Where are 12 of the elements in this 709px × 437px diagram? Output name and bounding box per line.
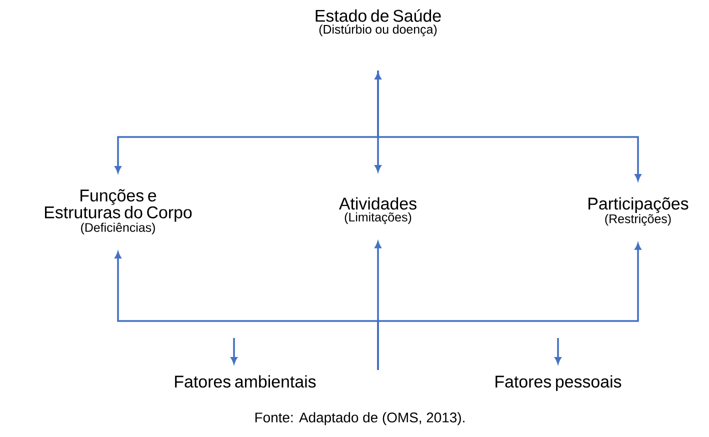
arrow	[374, 72, 382, 172]
arrow	[554, 338, 562, 364]
concept-label: Participações (Restrições)	[588, 197, 688, 226]
arrow	[377, 70, 642, 181]
arrow	[230, 338, 238, 364]
concept-label: Funções e Estruturas do Corpo (Deficiências)	[45, 189, 192, 234]
arrow	[377, 243, 642, 370]
concept-label: Atividades (Limitações)	[338, 197, 416, 224]
concept-label: Estado de Saúde (Distúrbio ou doença)	[316, 9, 441, 36]
caption: Fonte: Adaptado de (OMS, 2013).	[255, 412, 464, 426]
concept-label: Fatores ambientais	[175, 375, 316, 388]
concept-label: Fatores pessoais	[496, 375, 622, 391]
